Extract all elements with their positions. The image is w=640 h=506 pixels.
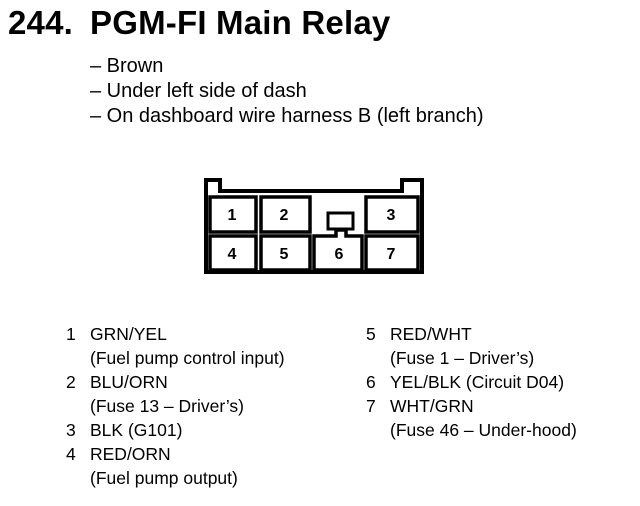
- pin-list-right: 5 RED/WHT (Fuse 1 – Driver’s) 6 YEL/BLK …: [366, 322, 577, 442]
- cavity-7-label: 7: [387, 246, 396, 263]
- cavity-5-box: [259, 234, 312, 272]
- pin-wire: RED/ORN: [90, 444, 171, 464]
- section-title: PGM-FI Main Relay: [90, 4, 391, 41]
- connector-key: [326, 211, 355, 231]
- cavity-2-box: [259, 195, 312, 234]
- pin-wire: YEL/BLK (Circuit D04): [390, 372, 565, 392]
- pin-entry: 5 RED/WHT (Fuse 1 – Driver’s): [366, 322, 577, 370]
- pin-number: 1: [66, 324, 76, 344]
- pin-list-left: 1 GRN/YEL (Fuel pump control input) 2 BL…: [66, 322, 285, 490]
- cavity-3-label: 3: [387, 207, 396, 224]
- cavity-7-box: [364, 234, 420, 272]
- component-details: – Brown – Under left side of dash – On d…: [90, 54, 484, 129]
- cavity-4-box: [208, 234, 258, 272]
- cavity-6-box: [312, 228, 364, 272]
- connector-face: 1 2 3 4 5 6 7: [204, 178, 424, 274]
- pin-wire: WHT/GRN: [390, 396, 474, 416]
- pin-number: 7: [366, 396, 376, 416]
- pin-entry: 6 YEL/BLK (Circuit D04): [366, 370, 577, 394]
- cavity-2-label: 2: [280, 207, 289, 224]
- pin-description: (Fuel pump output): [90, 468, 238, 488]
- pin-wire: BLU/ORN: [90, 372, 168, 392]
- cavity-5-label: 5: [280, 246, 289, 263]
- connector-housing: [204, 178, 424, 274]
- pin-entry: 4 RED/ORN (Fuel pump output): [66, 442, 285, 490]
- detail-location: – Under left side of dash: [90, 80, 307, 102]
- pin-number: 4: [66, 444, 76, 464]
- pin-number: 6: [366, 372, 376, 392]
- detail-color: – Brown: [90, 55, 164, 77]
- page-title: 244. PGM-FI Main Relay: [8, 4, 390, 42]
- connector-diagram: 1 2 3 4 5 6 7: [204, 178, 426, 281]
- cavity-6-label: 6: [335, 246, 344, 263]
- pin-wire: BLK (G101): [90, 420, 183, 440]
- cavity-1-box: [208, 195, 258, 234]
- pin-description: (Fuse 1 – Driver’s): [390, 348, 535, 368]
- pin-wire: RED/WHT: [390, 324, 472, 344]
- cavity-1-label: 1: [228, 207, 237, 224]
- pin-entry: 1 GRN/YEL (Fuel pump control input): [66, 322, 285, 370]
- cavity-3-box: [364, 195, 420, 234]
- pin-description: (Fuse 13 – Driver’s): [90, 396, 244, 416]
- cavity-4-label: 4: [228, 246, 237, 263]
- pin-wire: GRN/YEL: [90, 324, 167, 344]
- pin-entry: 3 BLK (G101): [66, 418, 285, 442]
- pin-number: 5: [366, 324, 376, 344]
- pin-number: 2: [66, 372, 76, 392]
- pin-number: 3: [66, 420, 76, 440]
- section-number: 244.: [8, 4, 74, 41]
- pin-description: (Fuel pump control input): [90, 348, 285, 368]
- detail-harness: – On dashboard wire harness B (left bran…: [90, 105, 484, 127]
- pin-entry: 2 BLU/ORN (Fuse 13 – Driver’s): [66, 370, 285, 418]
- pin-entry: 7 WHT/GRN (Fuse 46 – Under-hood): [366, 394, 577, 442]
- pin-description: (Fuse 46 – Under-hood): [390, 420, 577, 440]
